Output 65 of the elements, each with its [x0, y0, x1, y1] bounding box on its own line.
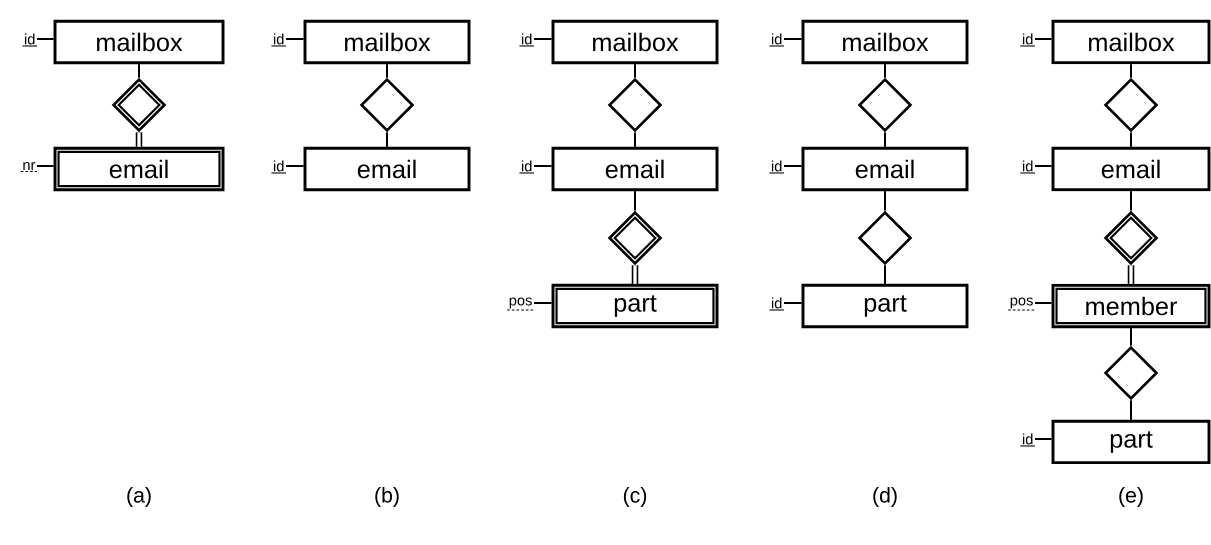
- entity-box: mailbox: [801, 19, 969, 65]
- attribute-label: id: [1019, 160, 1036, 174]
- connector-line: [36, 38, 55, 40]
- connector-line: [634, 190, 636, 212]
- attribute-label: id: [768, 160, 785, 174]
- connector-line: [783, 38, 803, 40]
- attribute-label: id: [21, 33, 38, 47]
- attribute-label: id: [768, 297, 785, 311]
- connector-line: [533, 165, 553, 167]
- connector-line: [285, 165, 305, 167]
- connector-line: [1130, 131, 1132, 148]
- attribute-label: pos: [506, 297, 535, 311]
- connector-line: [1130, 399, 1132, 421]
- connector-line: [386, 63, 388, 79]
- panel-caption: (e): [1119, 487, 1143, 507]
- connector-line: [884, 190, 886, 212]
- attribute-label: id: [270, 33, 287, 47]
- connector-line: [884, 63, 886, 79]
- panel-caption: (c): [623, 487, 647, 507]
- attribute-label: id: [768, 33, 785, 47]
- entity-box: mailbox: [53, 19, 225, 65]
- attribute-label: id: [1019, 33, 1036, 47]
- connector-line: [1130, 327, 1132, 347]
- attribute-label: id: [518, 33, 535, 47]
- connector-line: [533, 38, 553, 40]
- connector-line: [634, 63, 636, 79]
- connector-line: [533, 302, 553, 304]
- connector-line: [783, 165, 803, 167]
- double-line: [631, 265, 639, 284]
- double-line: [135, 132, 143, 147]
- entity-box: mailbox: [551, 19, 719, 65]
- connector-line: [1034, 302, 1053, 304]
- connector-line: [1034, 438, 1053, 440]
- connector-line: [884, 264, 886, 285]
- connector-line: [1034, 165, 1053, 167]
- connector-line: [285, 38, 305, 40]
- connector-line: [884, 131, 886, 148]
- entity-box: email: [801, 146, 969, 192]
- weak-entity-box: part: [551, 283, 719, 329]
- connector-line: [634, 131, 636, 148]
- attribute-label: nr: [20, 162, 38, 173]
- panel-caption: (d): [873, 487, 897, 507]
- double-line: [1127, 265, 1135, 284]
- entity-box: part: [801, 283, 969, 329]
- weak-entity-box: email: [53, 146, 225, 192]
- connector-line: [1034, 38, 1053, 40]
- connector-line: [386, 131, 388, 148]
- connector-line: [1130, 63, 1132, 79]
- entity-box: part: [1051, 419, 1211, 465]
- entity-box: email: [551, 146, 719, 192]
- attribute-label: pos: [1007, 297, 1036, 311]
- connector-line: [36, 165, 55, 167]
- entity-box: email: [303, 146, 471, 192]
- connector-line: [783, 302, 803, 304]
- panel-caption: (b): [375, 487, 399, 507]
- connector-line: [1130, 190, 1132, 212]
- entity-box: mailbox: [303, 19, 471, 65]
- attribute-label: id: [518, 160, 535, 174]
- connector-line: [138, 63, 140, 79]
- attribute-label: id: [270, 160, 287, 174]
- entity-box: email: [1051, 146, 1211, 192]
- attribute-label: id: [1019, 433, 1036, 447]
- weak-entity-box: member: [1051, 283, 1211, 329]
- entity-box: mailbox: [1051, 19, 1211, 65]
- panel-caption: (a): [127, 487, 151, 507]
